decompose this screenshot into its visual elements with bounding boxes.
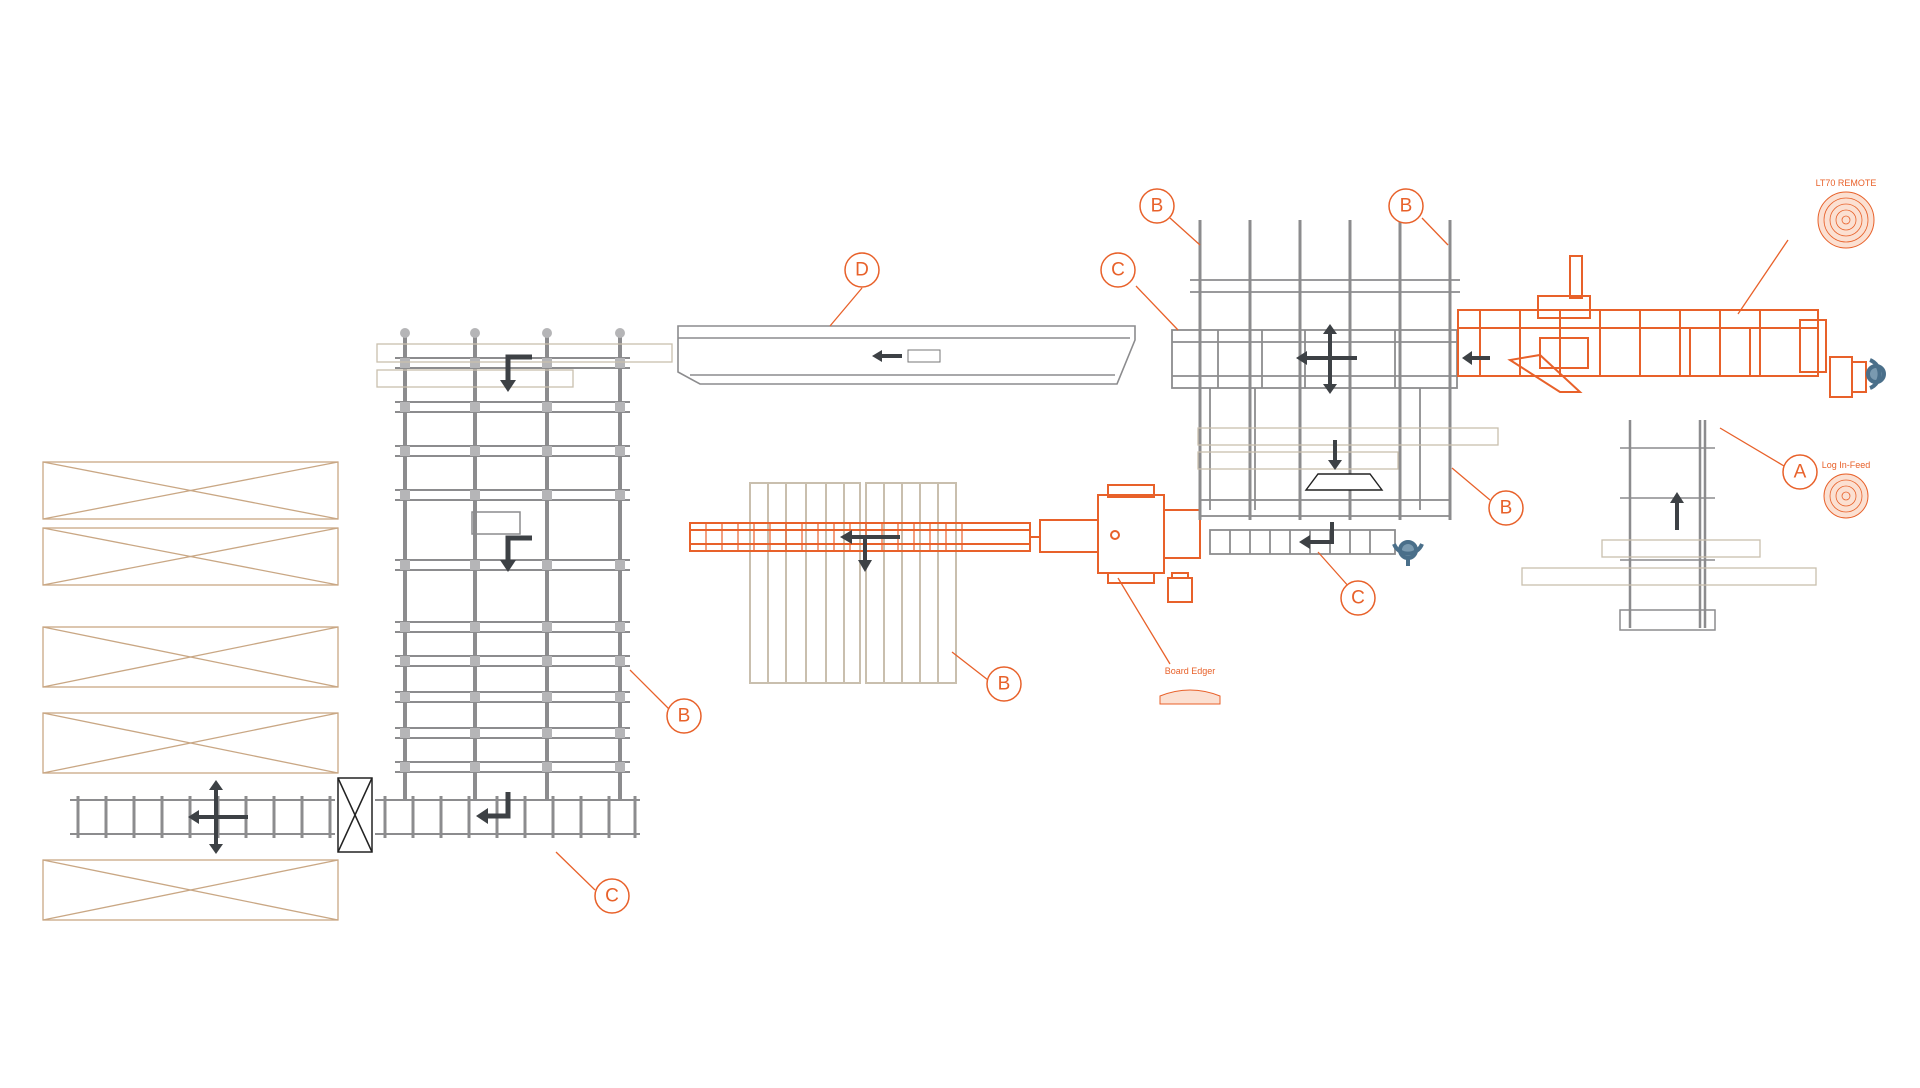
flow-arrow-icon xyxy=(1328,440,1342,470)
board-end-grain-icon xyxy=(1159,689,1221,705)
operator-icon xyxy=(1392,540,1424,566)
flow-arrow-icon xyxy=(1296,324,1357,394)
return-conveyor xyxy=(677,325,1136,385)
storage-bay xyxy=(42,461,339,520)
transfer-gate xyxy=(337,777,373,853)
svg-text:D: D xyxy=(855,260,869,281)
board-edger-label: Board Edger xyxy=(1165,666,1216,676)
callout-b: B xyxy=(1388,188,1424,224)
board-edger-machine xyxy=(1030,484,1201,584)
flow-arrow-icon xyxy=(1670,492,1684,530)
bottom-roller-conveyor xyxy=(70,796,640,838)
flow-arrow-icon xyxy=(500,354,532,392)
callout-a: A xyxy=(1782,454,1818,490)
log-infeed-label: Log In-Feed xyxy=(1822,460,1871,470)
callout-c: C xyxy=(594,878,630,914)
cant-boards xyxy=(1197,427,1499,470)
svg-text:B: B xyxy=(678,706,691,727)
log-end-grain-icon xyxy=(1823,473,1869,519)
callout-b: B xyxy=(1488,490,1524,526)
operator-icon xyxy=(1866,358,1886,390)
storage-bay xyxy=(42,626,339,688)
flow-arrows xyxy=(188,324,1684,854)
lt70-remote-label: LT70 REMOTE xyxy=(1816,178,1877,188)
storage-bays xyxy=(42,461,339,921)
storage-bay xyxy=(42,527,339,586)
flow-arrow-icon xyxy=(500,535,532,572)
svg-text:A: A xyxy=(1794,462,1807,483)
infeed-logs xyxy=(1521,539,1817,586)
callout-leaders xyxy=(555,217,1789,891)
callout-b: B xyxy=(666,698,702,734)
flow-arrow-icon xyxy=(188,780,248,854)
flow-arrow-icon xyxy=(1462,351,1490,365)
boards-on-deck xyxy=(376,343,673,388)
flow-arrow-icon xyxy=(476,792,511,824)
operator-station-edger xyxy=(1167,572,1193,603)
lt70-sawmill xyxy=(1457,255,1827,393)
callout-b: B xyxy=(986,666,1022,702)
svg-text:B: B xyxy=(998,674,1011,695)
flow-arrow-icon xyxy=(872,350,902,362)
storage-bay xyxy=(42,859,339,921)
log-infeed-deck xyxy=(1619,420,1716,631)
flow-arrow-icon xyxy=(840,530,900,572)
svg-text:B: B xyxy=(1400,196,1413,217)
callout-c: C xyxy=(1340,580,1376,616)
storage-bay xyxy=(42,712,339,774)
svg-text:C: C xyxy=(1111,260,1125,281)
flow-arrow-icon xyxy=(1299,522,1334,549)
operator-console-remote xyxy=(1829,356,1867,398)
stacker-transfer-deck xyxy=(395,328,630,800)
svg-text:C: C xyxy=(605,886,619,907)
callout-d: D xyxy=(844,252,880,288)
callout-b: B xyxy=(1139,188,1175,224)
svg-text:B: B xyxy=(1500,498,1513,519)
cant-profile-icon xyxy=(1304,473,1384,491)
callout-c: C xyxy=(1100,252,1136,288)
svg-text:C: C xyxy=(1351,588,1365,609)
svg-text:B: B xyxy=(1151,196,1164,217)
log-end-grain-icon xyxy=(1817,191,1875,249)
board-outfeed-decks xyxy=(749,482,957,684)
